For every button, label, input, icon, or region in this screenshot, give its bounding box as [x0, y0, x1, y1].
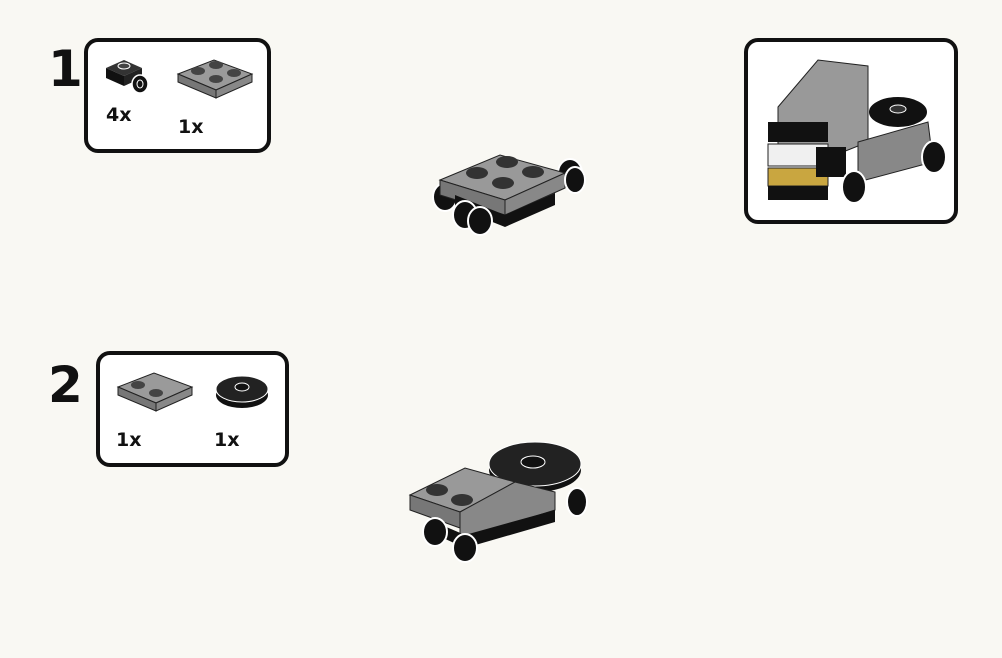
truck-model-image [767, 59, 947, 204]
round-tile-part-icon [215, 375, 269, 408]
parts-callout-step-1: 4x 1x [84, 38, 271, 153]
part-quantity: 1x [178, 116, 204, 138]
part-quantity: 1x [214, 429, 240, 451]
step-2-assembly-image [408, 441, 588, 563]
plate-2x2-part-icon [116, 372, 194, 412]
part-quantity: 1x [116, 429, 142, 451]
wheel-holder-part-icon [106, 60, 149, 94]
plate-2x2-part-icon [176, 59, 254, 99]
step-1-assembly-image [432, 154, 586, 236]
final-model-preview [744, 38, 958, 224]
step-number-2: 2 [48, 356, 83, 414]
part-quantity: 4x [106, 104, 132, 126]
step-number-1: 1 [48, 40, 83, 98]
parts-callout-step-2: 1x 1x [96, 351, 289, 467]
